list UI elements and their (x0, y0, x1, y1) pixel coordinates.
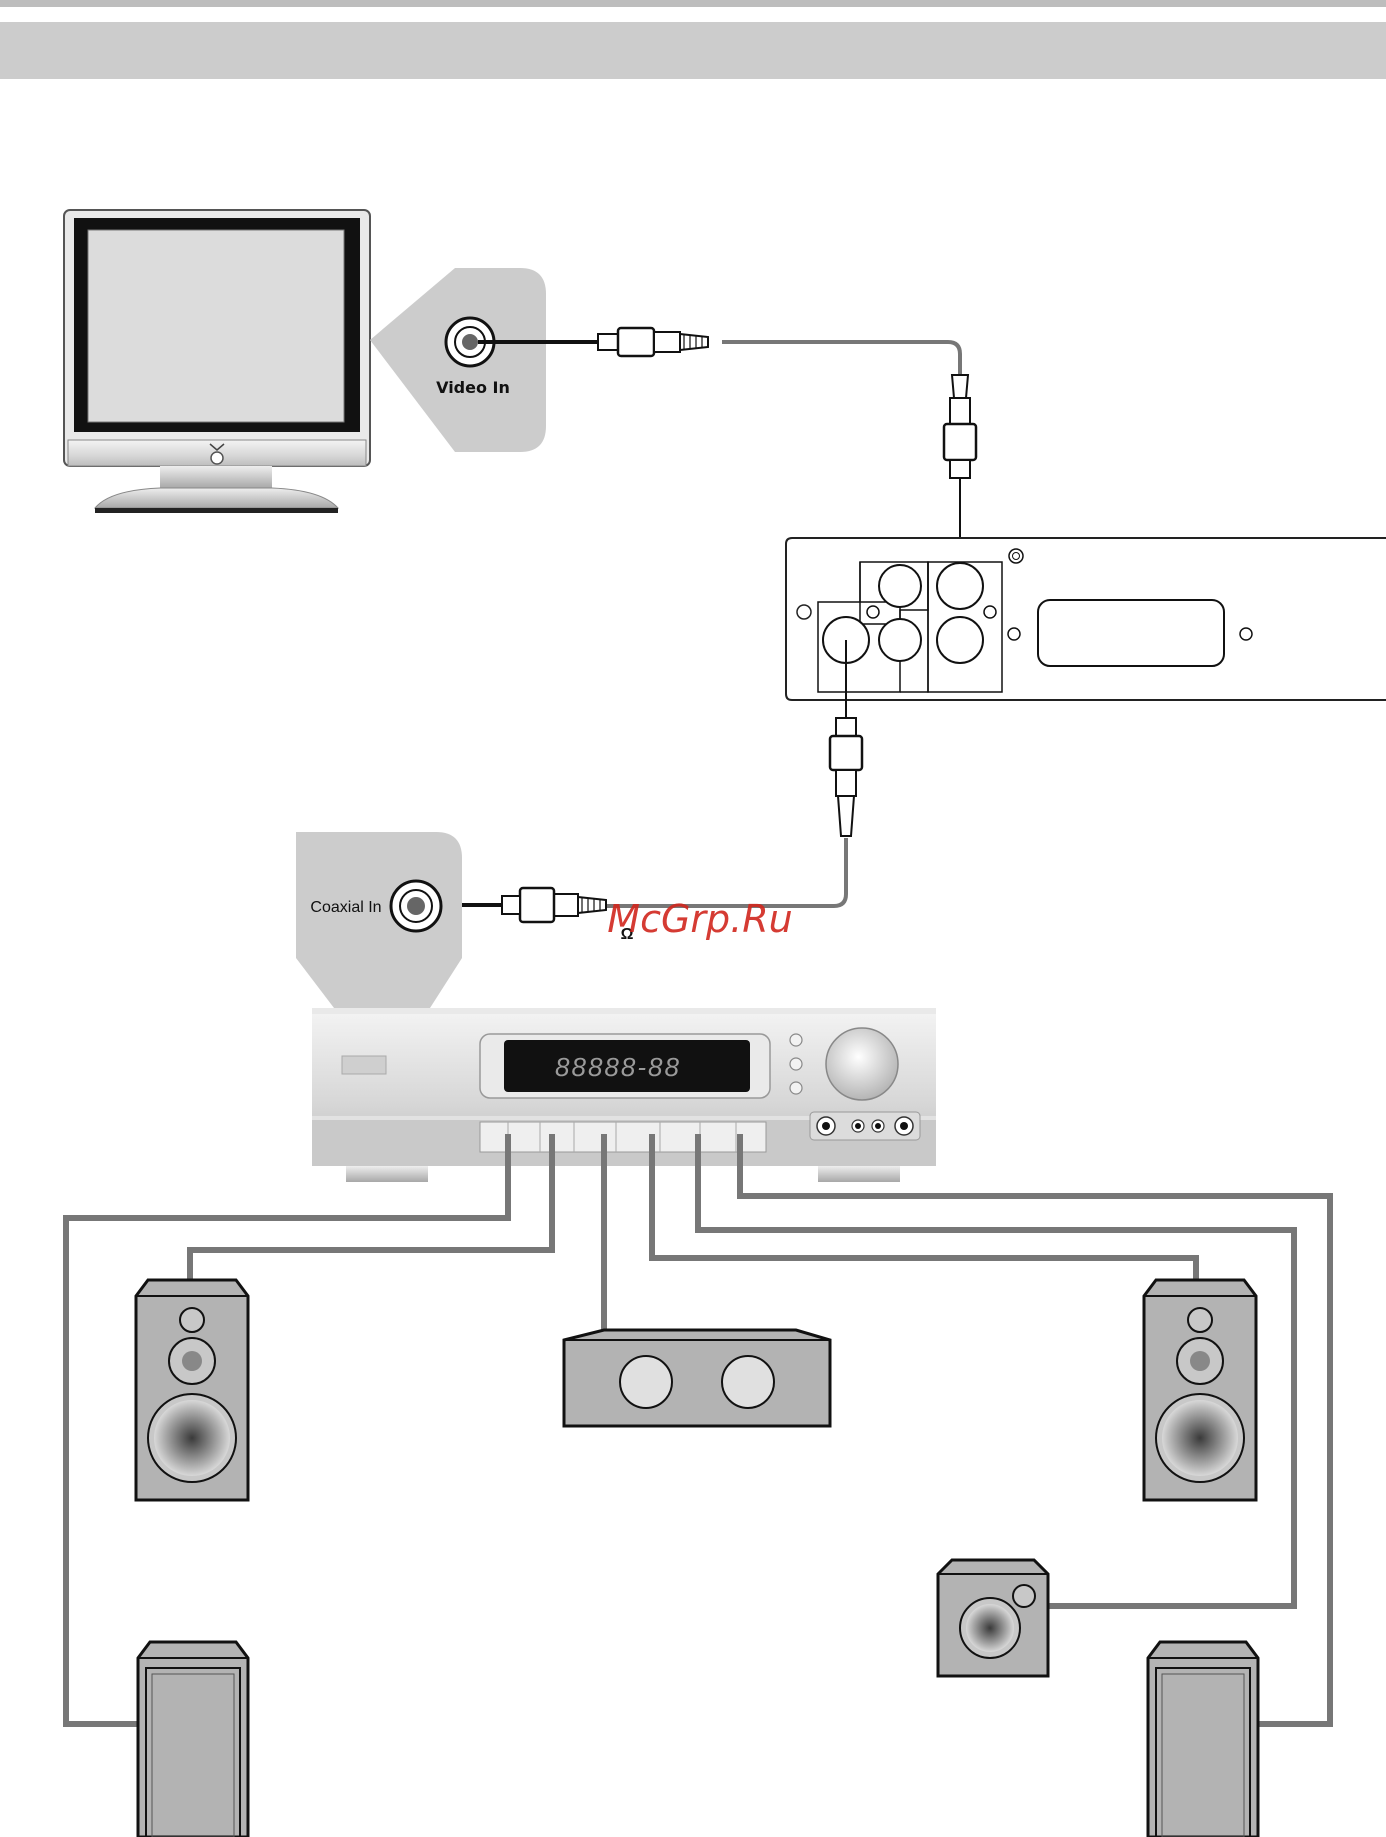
top-rule (0, 0, 1386, 7)
audio-jack-top (879, 565, 921, 607)
header-band (0, 22, 1386, 79)
volume-knob (826, 1028, 898, 1100)
center-speaker (564, 1330, 830, 1426)
scart-connector (1038, 600, 1224, 666)
video-in-label: Video In (436, 378, 510, 397)
video-out-jack (937, 563, 983, 609)
watermark-text: McGrp.Ru (607, 897, 792, 941)
tv-power-icon (211, 452, 223, 464)
dvd-rear-panel (786, 538, 1386, 700)
rear-left-speaker (138, 1642, 248, 1837)
front-right-speaker (1144, 1280, 1256, 1500)
av-receiver: 88888-88 (312, 1008, 936, 1182)
television (64, 210, 370, 513)
subwoofer (938, 1560, 1048, 1676)
tv-video-in-callout: Video In (370, 268, 546, 452)
coaxial-in-label: Coaxial In (310, 899, 381, 916)
speaker-cables (66, 1134, 1330, 1724)
front-left-speaker (136, 1280, 248, 1500)
rear-right-speaker (1148, 1642, 1258, 1837)
video-cable (478, 328, 976, 572)
audio-jack-bottom (879, 619, 921, 661)
receiver-coaxial-in-callout: Coaxial In (296, 832, 462, 1008)
receiver-display-readout: 88888-88 (555, 1052, 681, 1082)
